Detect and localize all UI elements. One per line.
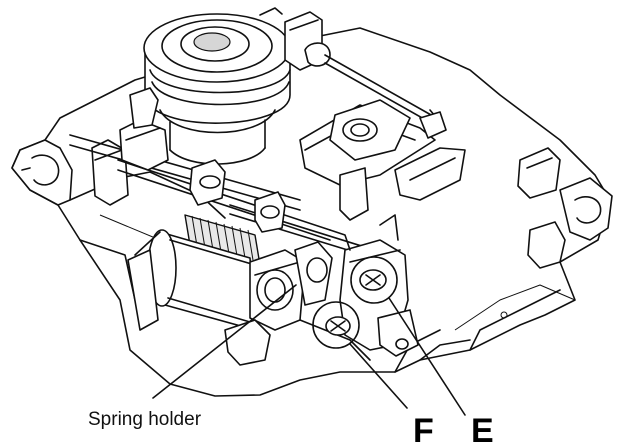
label-spring-holder: Spring holder <box>88 409 202 430</box>
optical-pickup <box>299 99 466 221</box>
leader-line-e <box>388 297 466 416</box>
leader-lines <box>152 284 466 416</box>
callout-e: E <box>471 412 494 448</box>
mid-bracket <box>119 87 286 233</box>
leader-line-spring-holder <box>152 284 297 399</box>
right-clip <box>517 147 613 269</box>
chassis <box>11 27 611 397</box>
sled-motor <box>127 229 256 331</box>
callout-f: F <box>413 412 434 448</box>
screw-f <box>312 301 360 349</box>
left-clip <box>11 139 129 206</box>
leader-line-f <box>349 343 408 409</box>
screw-bracket <box>329 214 419 357</box>
spindle-turntable <box>143 13 291 165</box>
screw-e <box>350 256 398 304</box>
